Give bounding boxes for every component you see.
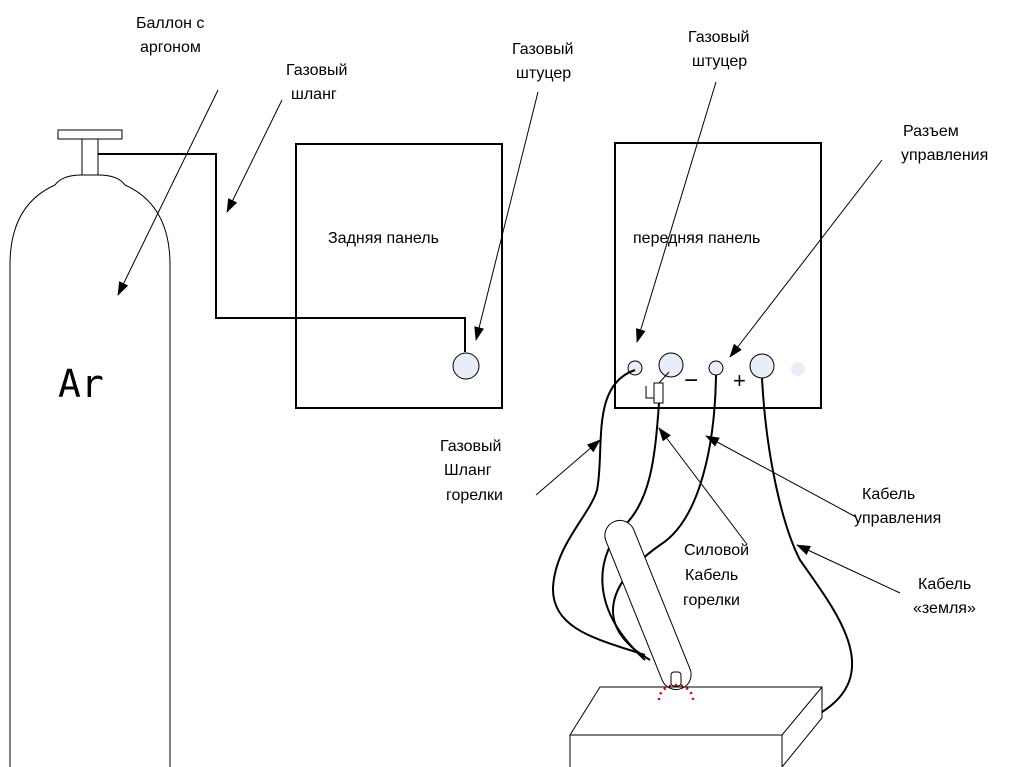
torch-power-cable-label-line-2: Кабель [685,567,738,584]
control-connector-label-line-2: управления [901,147,988,164]
control-cable-label-line-1: Кабель [862,486,915,503]
front-fitting-label-line-1: Газовый [688,29,749,46]
minus-sign: − [684,367,698,394]
torch-power-cable-label-line-3: горелки [683,592,740,609]
front-fitting-label: Газовый штуцер [688,29,754,70]
rear-fitting-label: Газовый штуцер [512,41,578,82]
torch-gas-hose-label-line-1: Газовый [440,438,501,455]
argon-cylinder: Ar [9,129,171,767]
front-fitting-pointer [635,81,717,343]
minus-terminal [658,352,684,378]
control-connector-label: Разъем управления [901,123,988,164]
workpiece [569,686,823,767]
rear-panel-label: Задняя панель [328,230,439,247]
front-panel: передняя панель − + [614,142,822,409]
ground-cable [761,377,854,713]
cylinder-body [9,174,171,767]
indicator-dot [791,362,805,376]
rear-panel-box [295,143,503,409]
control-connector [708,360,724,376]
control-connector-label-line-1: Разъем [903,123,959,140]
cylinder-gas-label: Ar [58,362,104,406]
gas-hose-label-line-2: шланг [291,86,337,103]
control-cable-label-line-2: управления [854,510,941,527]
ground-cable-label-line-1: Кабель [918,576,971,593]
torch-gas-hose [551,369,646,656]
rear-gas-fitting [452,352,480,380]
front-fitting-label-line-2: штуцер [692,53,747,70]
rear-fitting-label-line-1: Газовый [512,41,573,58]
cylinder-label-line-2: аргоном [140,39,201,56]
welding-arc [657,683,695,701]
plug-link [658,371,670,384]
plug-bracket [645,386,654,399]
gas-hose-label: Газовый шланг [286,62,352,103]
workpiece-edge [570,686,823,736]
cylinder-label-line-1: Баллон с [136,15,204,32]
torch-handle [604,519,692,691]
rear-fitting-label-line-2: штуцер [516,65,571,82]
torch-gas-hose-pointer [535,439,601,496]
ground-cable-label: Кабель «земля» [913,576,976,617]
cylinder-valve-handle [57,129,123,140]
control-connector-pointer [729,159,883,358]
cylinder-label: Баллон с аргоном [136,15,209,56]
cylinder-valve [81,138,99,176]
workpiece-outline [569,686,823,767]
control-cable-label: Кабель управления [854,486,941,527]
rear-panel: Задняя панель [295,143,503,409]
plus-sign: + [733,368,746,393]
torch-power-cable-label: Силовой Кабель горелки [683,542,754,609]
power-cable-plug [653,382,664,404]
control-cable-pointer [705,435,857,518]
front-panel-label: передняя панель [633,230,760,247]
plus-terminal [749,353,775,379]
front-panel-box [614,142,822,409]
torch-gas-hose-label-line-2: Шланг [444,462,492,479]
torch-gas-hose-label: Газовый Шланг горелки [440,438,506,504]
gas-hose-pointer [226,99,283,213]
ground-cable-label-line-2: «земля» [913,600,976,617]
rear-fitting-pointer [474,91,539,341]
gas-hose-line [98,153,466,352]
cylinder-pointer [117,89,219,296]
welding-torch [604,519,695,701]
torch-gas-hose-label-line-3: горелки [446,487,503,504]
torch-power-cable-label-line-1: Силовой [684,542,749,559]
ground-cable-pointer [796,544,901,594]
torch-power-cable-pointer [658,427,747,544]
gas-hose-label-line-1: Газовый [286,62,347,79]
